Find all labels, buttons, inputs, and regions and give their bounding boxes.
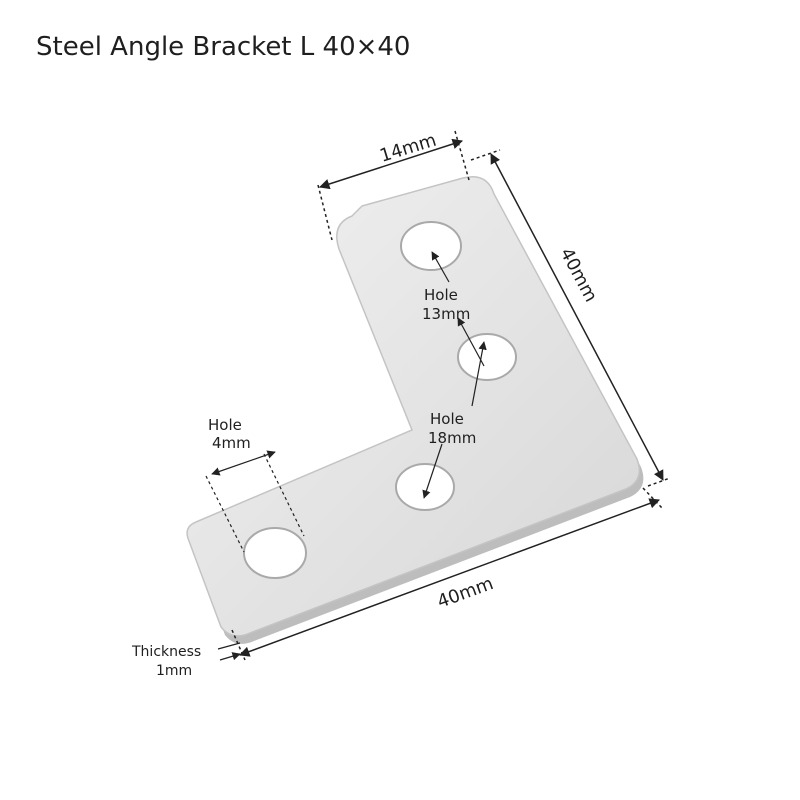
label-thickness-size: 1mm: [156, 663, 192, 679]
label-top-width: 14mm: [377, 130, 439, 167]
arrow-hole-13: [431, 251, 450, 283]
label-hole-4-size: 4mm: [212, 434, 251, 452]
arrow-hole-18-lower: [422, 443, 443, 499]
hole-top: [400, 221, 462, 271]
label-hole-18-word: Hole: [430, 410, 464, 428]
label-thickness-word: Thickness: [131, 644, 201, 660]
label-hole-4-word: Hole: [208, 416, 242, 434]
hole-middle: [457, 333, 517, 381]
page-title: Steel Angle Bracket L 40×40: [36, 32, 411, 62]
dim-thickness: [217, 642, 241, 661]
hole-lower: [395, 463, 455, 511]
label-hole-13-size: 13mm: [422, 305, 470, 323]
label-hole-13-word: Hole: [424, 286, 458, 304]
dim-right-height: [470, 149, 671, 487]
dim-hole-4: [205, 450, 305, 553]
label-right-height: 40mm: [556, 244, 602, 305]
arrow-hole-18-upper: [471, 341, 487, 407]
hole-left: [243, 527, 307, 579]
dim-bottom-width: [231, 487, 663, 661]
arrow-hole-13-lower: [457, 317, 485, 367]
label-hole-18-size: 18mm: [428, 429, 476, 447]
dim-top-width: [317, 130, 470, 241]
